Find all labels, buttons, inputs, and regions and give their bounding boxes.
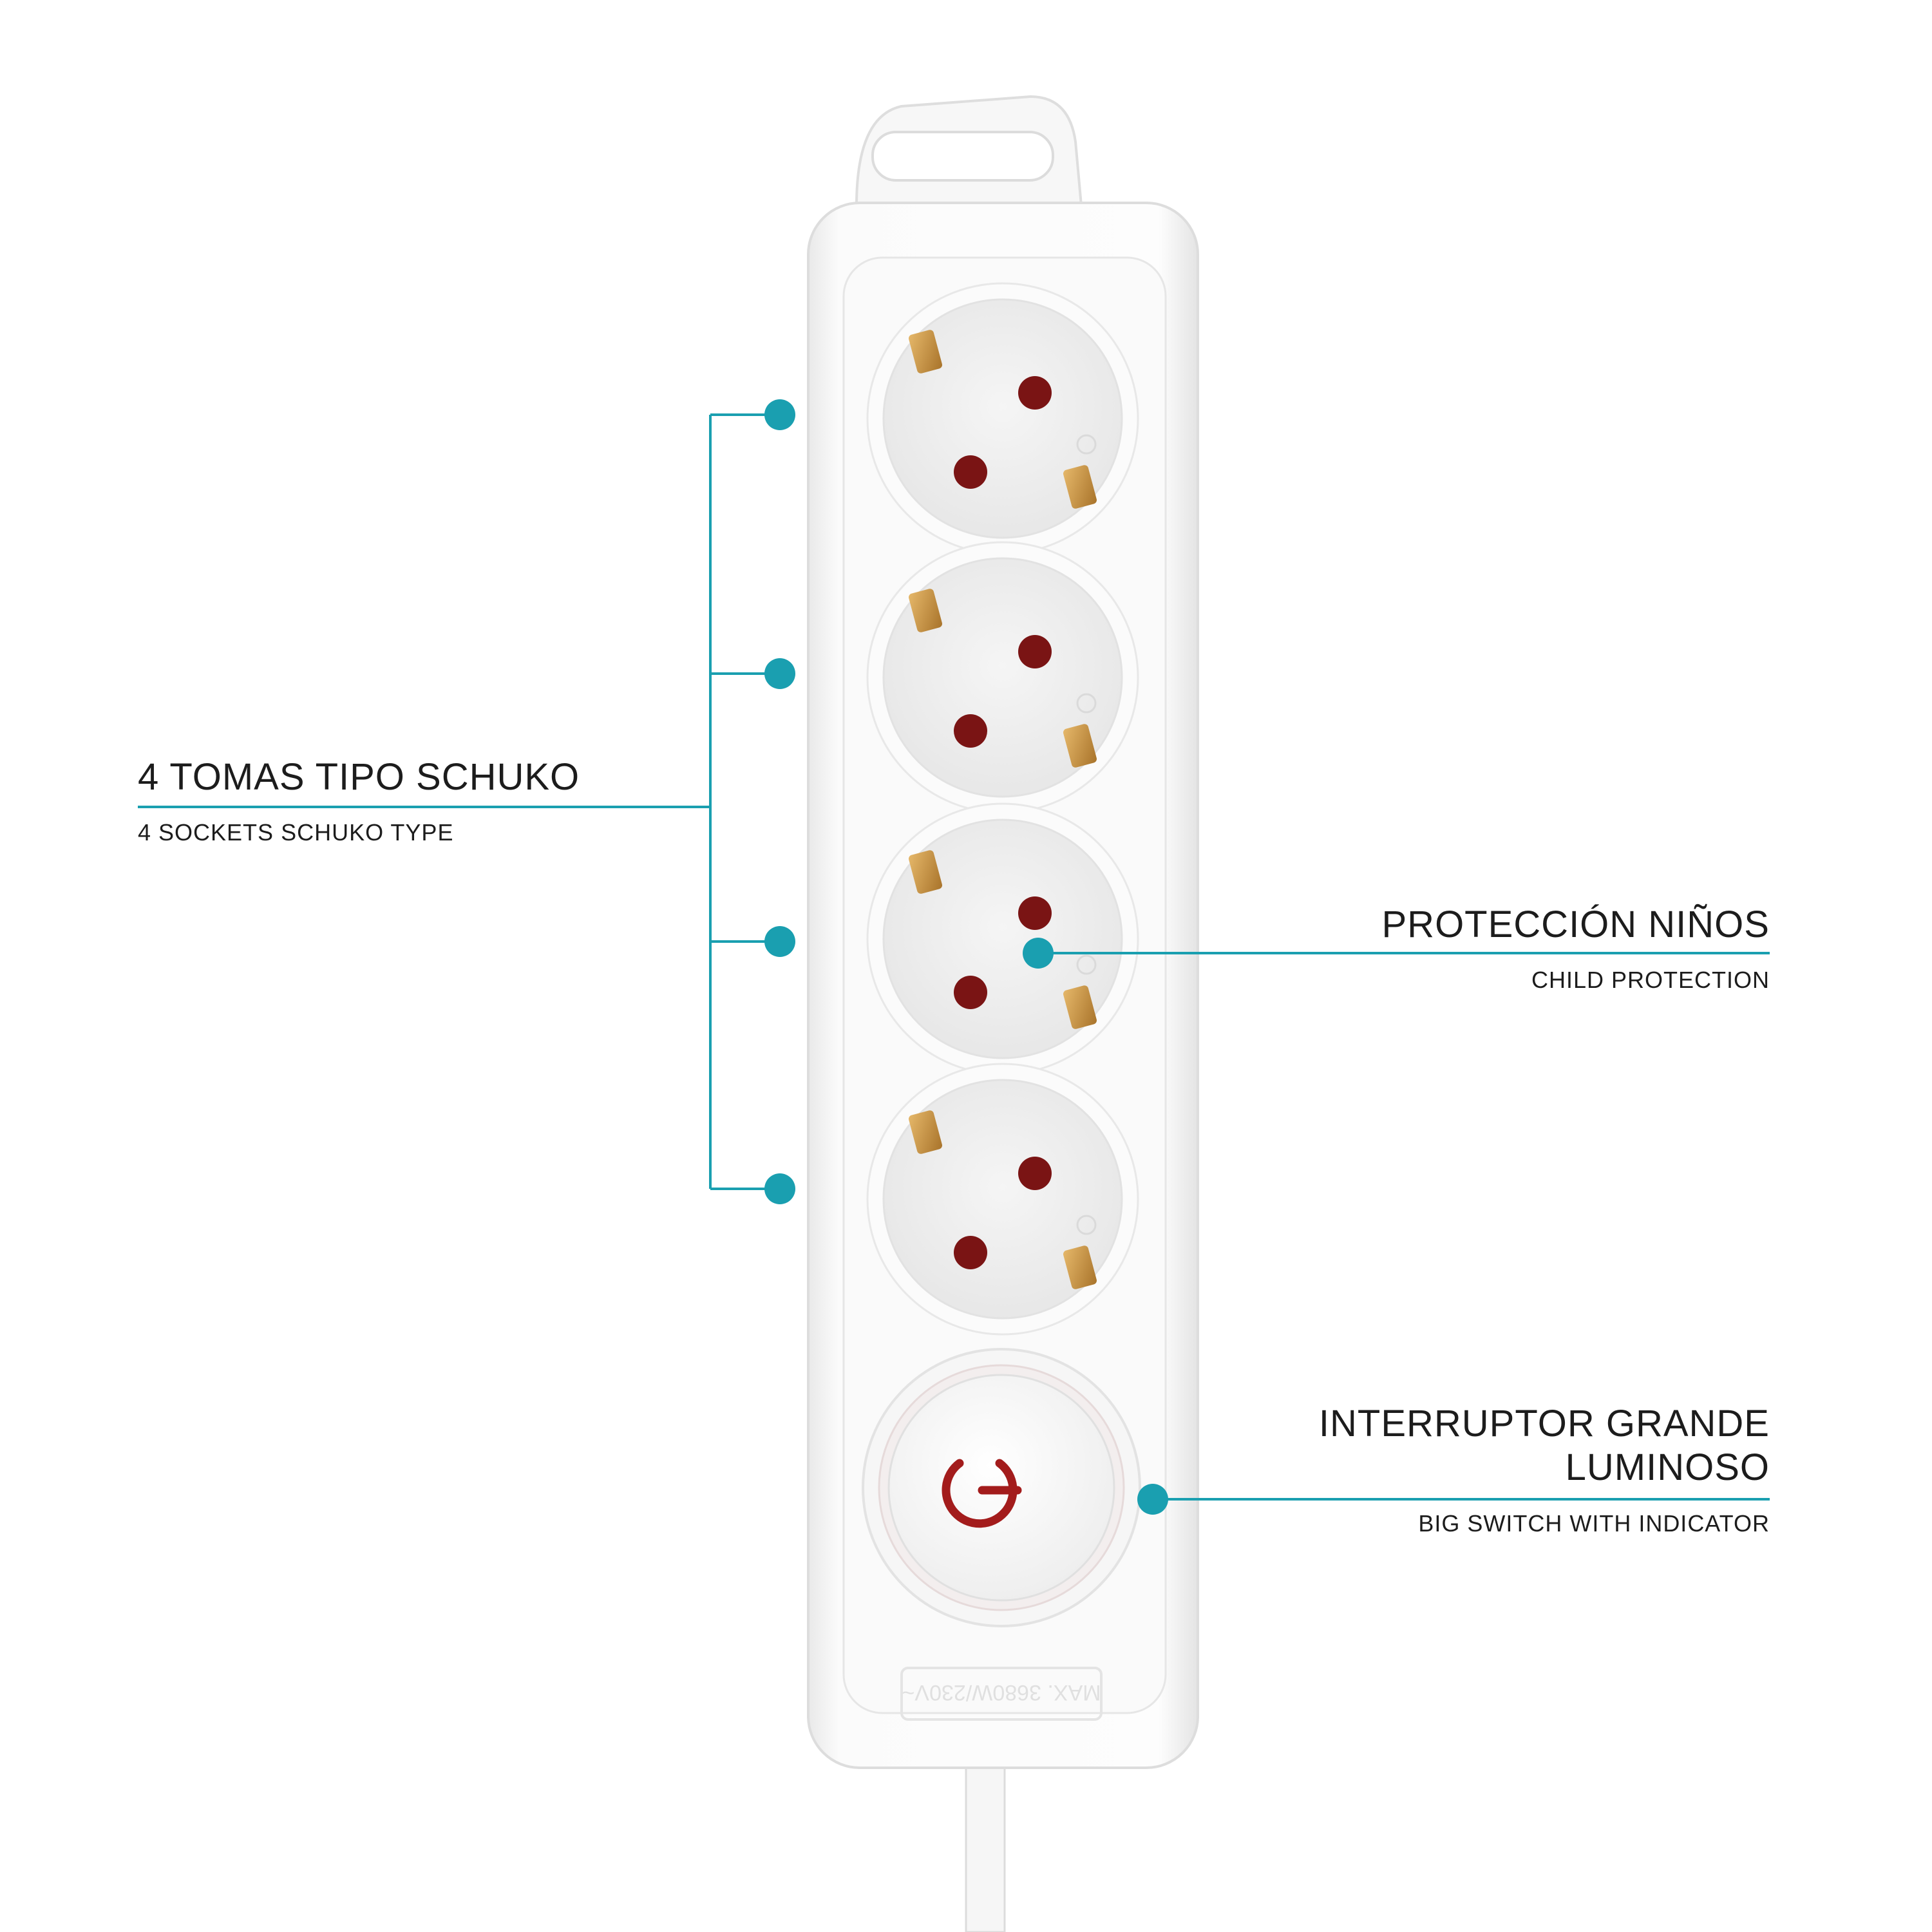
- power-icon: [942, 1459, 1022, 1528]
- child-protection-callout-title: PROTECCIÓN NIÑOS: [1381, 904, 1770, 945]
- switch-callout-title-line2: LUMINOSO: [1565, 1446, 1770, 1488]
- child-protection-callout-subtitle: CHILD PROTECTION: [1531, 967, 1770, 993]
- rating-label: MAX. 3680W/230V~: [900, 1667, 1103, 1721]
- schuko-socket: [866, 802, 1139, 1075]
- power-cable: [965, 1738, 1006, 1932]
- callout-dots: [764, 399, 1168, 1515]
- svg-text:MAX. 3680W/230V~: MAX. 3680W/230V~: [902, 1680, 1101, 1705]
- switch-callout-title-line1: INTERRUPTOR GRANDE: [1318, 1403, 1770, 1444]
- power-switch[interactable]: [862, 1348, 1141, 1627]
- sockets-callout-connector: [138, 413, 780, 1190]
- schuko-socket: [866, 282, 1139, 555]
- schuko-socket: [866, 1063, 1139, 1336]
- sockets-callout-title: 4 TOMAS TIPO SCHUKO: [138, 756, 580, 798]
- sockets-callout-subtitle: 4 SOCKETS SCHUKO TYPE: [138, 819, 454, 846]
- schuko-socket: [866, 541, 1139, 814]
- hanging-tab: [855, 95, 1084, 214]
- switch-callout-subtitle: BIG SWITCH WITH INDICATOR: [1418, 1510, 1770, 1537]
- right-callout-lines: [1038, 952, 1770, 1501]
